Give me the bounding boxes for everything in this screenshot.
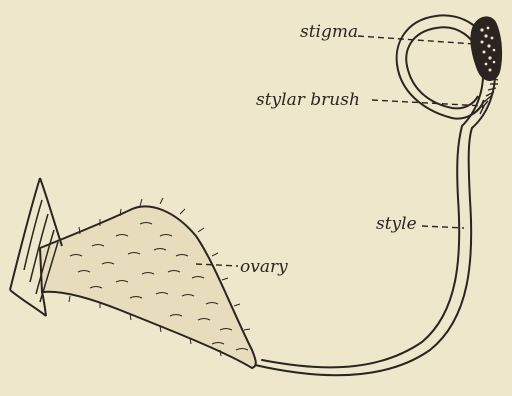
style-label: style	[376, 216, 417, 233]
style-tube	[255, 126, 472, 375]
leader-lines	[196, 36, 484, 266]
ovary-body	[40, 198, 256, 368]
style-leader	[422, 226, 464, 228]
stigma-club	[470, 16, 502, 81]
stigma-label: stigma	[300, 24, 358, 41]
stylar-brush-label: stylar brush	[256, 92, 360, 109]
stylar-brush-leader	[372, 100, 484, 106]
ovary-label: ovary	[240, 259, 288, 276]
